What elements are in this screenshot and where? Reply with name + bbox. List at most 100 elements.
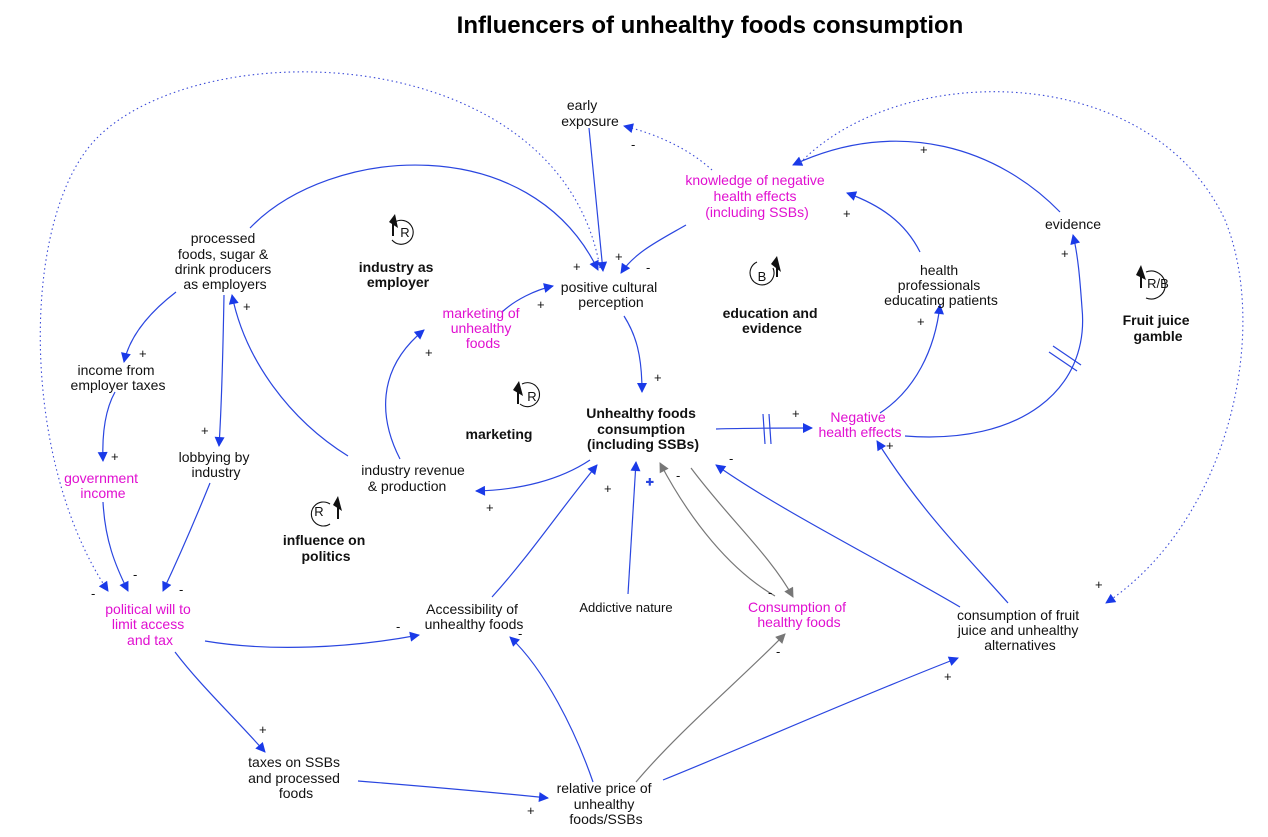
link-healthy-to-consumption [659, 462, 776, 597]
sign: + [1061, 246, 1069, 261]
loop-symbol-education: B [758, 269, 767, 284]
link-lobbying-to-political-will [162, 482, 211, 592]
sign: + [201, 423, 209, 438]
sign: - [729, 451, 733, 466]
sign: - [179, 582, 183, 597]
link-negative-effects-to-evidence [904, 234, 1084, 438]
node-processed-producers: processed foods, sugar & drink producers… [175, 230, 275, 292]
loop-symbol-politics: R [314, 504, 323, 519]
node-political-will: political will to limit access and tax [105, 601, 194, 648]
sign: + [259, 722, 267, 737]
node-evidence: evidence [1045, 216, 1101, 232]
node-income-employer-taxes: income from employer taxes [71, 362, 166, 393]
link-professionals-to-knowledge [846, 191, 921, 253]
link-political-will-to-accessibility [204, 631, 420, 648]
link-revenue-to-marketing [385, 329, 425, 460]
node-knowledge-negative-effects: knowledge of negative health effects (in… [685, 172, 828, 220]
sign: - [768, 585, 772, 600]
sign: + [646, 474, 654, 489]
loop-symbol-marketing: R [527, 389, 536, 404]
node-positive-cultural-perception: positive cultural perception [561, 279, 661, 310]
loop-symbol-fruit-juice: R/B [1147, 276, 1169, 291]
sign: - [676, 468, 680, 483]
node-accessibility: Accessibility of unhealthy foods [425, 601, 524, 632]
node-addictive-nature: Addictive nature [579, 600, 672, 615]
link-gov-income-to-political-will [102, 501, 129, 592]
sign: + [537, 297, 545, 312]
sign: + [615, 249, 623, 264]
loop-marketing: R marketing [466, 381, 541, 442]
node-marketing-unhealthy: marketing of unhealthy foods [443, 305, 524, 351]
loop-industry-employer: R industry as employer [359, 214, 438, 290]
dotted-link-knowledge-to-early-exposure [623, 123, 713, 171]
diagram-title: Influencers of unhealthy foods consumpti… [457, 12, 964, 39]
sign: + [917, 314, 925, 329]
link-marketing-to-perception [501, 283, 554, 313]
link-producers-to-income-taxes [121, 291, 177, 363]
node-unhealthy-foods-consumption: Unhealthy foods consumption (including S… [586, 405, 700, 452]
sign: + [573, 259, 581, 274]
sign: + [111, 449, 119, 464]
sign: + [654, 370, 662, 385]
sign: + [920, 142, 928, 157]
sign: + [527, 803, 535, 818]
polarity-signs: - + + + - + + + + + + + + + + + + + + + … [91, 137, 1103, 818]
node-taxes-ssbs: taxes on SSBs and processed foods [248, 754, 344, 801]
dotted-link-perception-to-political-will [39, 71, 601, 592]
delay-marks [762, 345, 1082, 445]
link-accessibility-to-consumption [491, 464, 598, 598]
link-producers-to-lobbying [214, 294, 225, 447]
link-consumption-to-revenue [475, 459, 591, 496]
link-knowledge-to-perception [620, 224, 687, 274]
sign: - [646, 260, 650, 275]
links [97, 127, 1084, 803]
link-evidence-to-knowledge [792, 140, 1061, 213]
loop-politics: R influence on politics [283, 496, 369, 564]
sign: - [631, 137, 635, 152]
link-revenue-to-producers [228, 294, 349, 457]
loop-name-marketing: marketing [466, 426, 533, 442]
loop-name-education: education and evidence [723, 305, 822, 336]
link-political-will-to-taxes [174, 651, 266, 753]
gray-links [635, 462, 794, 783]
loop-name-fruit-juice: Fruit juice gamble [1123, 312, 1194, 344]
sign: - [91, 586, 95, 601]
node-fruit-juice-consumption: consumption of fruit juice and unhealthy… [957, 607, 1083, 653]
link-negative-effects-to-professionals [879, 304, 944, 414]
sign: + [944, 669, 952, 684]
dotted-links [39, 71, 1244, 604]
link-perception-to-consumption [623, 315, 647, 393]
sign: - [518, 626, 522, 641]
link-fruit-juice-to-consumption [715, 464, 961, 608]
node-negative-health-effects: Negative health effects [818, 409, 901, 440]
link-relative-price-to-accessibility [509, 636, 594, 783]
node-industry-revenue: industry revenue & production [361, 462, 468, 494]
link-relative-price-to-healthy [635, 633, 786, 783]
loop-education: B education and evidence [723, 256, 822, 336]
loop-name-industry-employer: industry as employer [359, 259, 438, 290]
link-addictive-to-consumption [627, 461, 641, 595]
nodes: early exposure knowledge of negative hea… [64, 97, 1101, 827]
node-government-income: government income [64, 470, 142, 501]
loop-fruit-juice: R/B Fruit juice gamble [1123, 265, 1194, 344]
dotted-link-knowledge-to-fruit-juice [799, 91, 1244, 604]
sign: + [843, 206, 851, 221]
sign: + [792, 406, 800, 421]
link-consumption-to-negative-effects [715, 423, 813, 434]
link-taxes-to-relative-price [357, 780, 549, 803]
link-consumption-to-healthy [690, 467, 794, 598]
sign: - [776, 644, 780, 659]
sign: - [133, 567, 137, 582]
sign: + [139, 346, 147, 361]
node-health-professionals: health professionals educating patients [884, 262, 998, 308]
link-income-taxes-to-gov-income [97, 391, 116, 462]
sign: + [1095, 577, 1103, 592]
loop-name-politics: influence on politics [283, 532, 369, 564]
link-relative-price-to-fruit-juice [662, 656, 959, 781]
sign: + [243, 299, 251, 314]
sign: - [396, 619, 400, 634]
link-early-exposure-to-perception [588, 127, 608, 272]
sign: + [604, 481, 612, 496]
sign: + [486, 500, 494, 515]
link-fruit-juice-to-negative-effects [876, 440, 1009, 604]
